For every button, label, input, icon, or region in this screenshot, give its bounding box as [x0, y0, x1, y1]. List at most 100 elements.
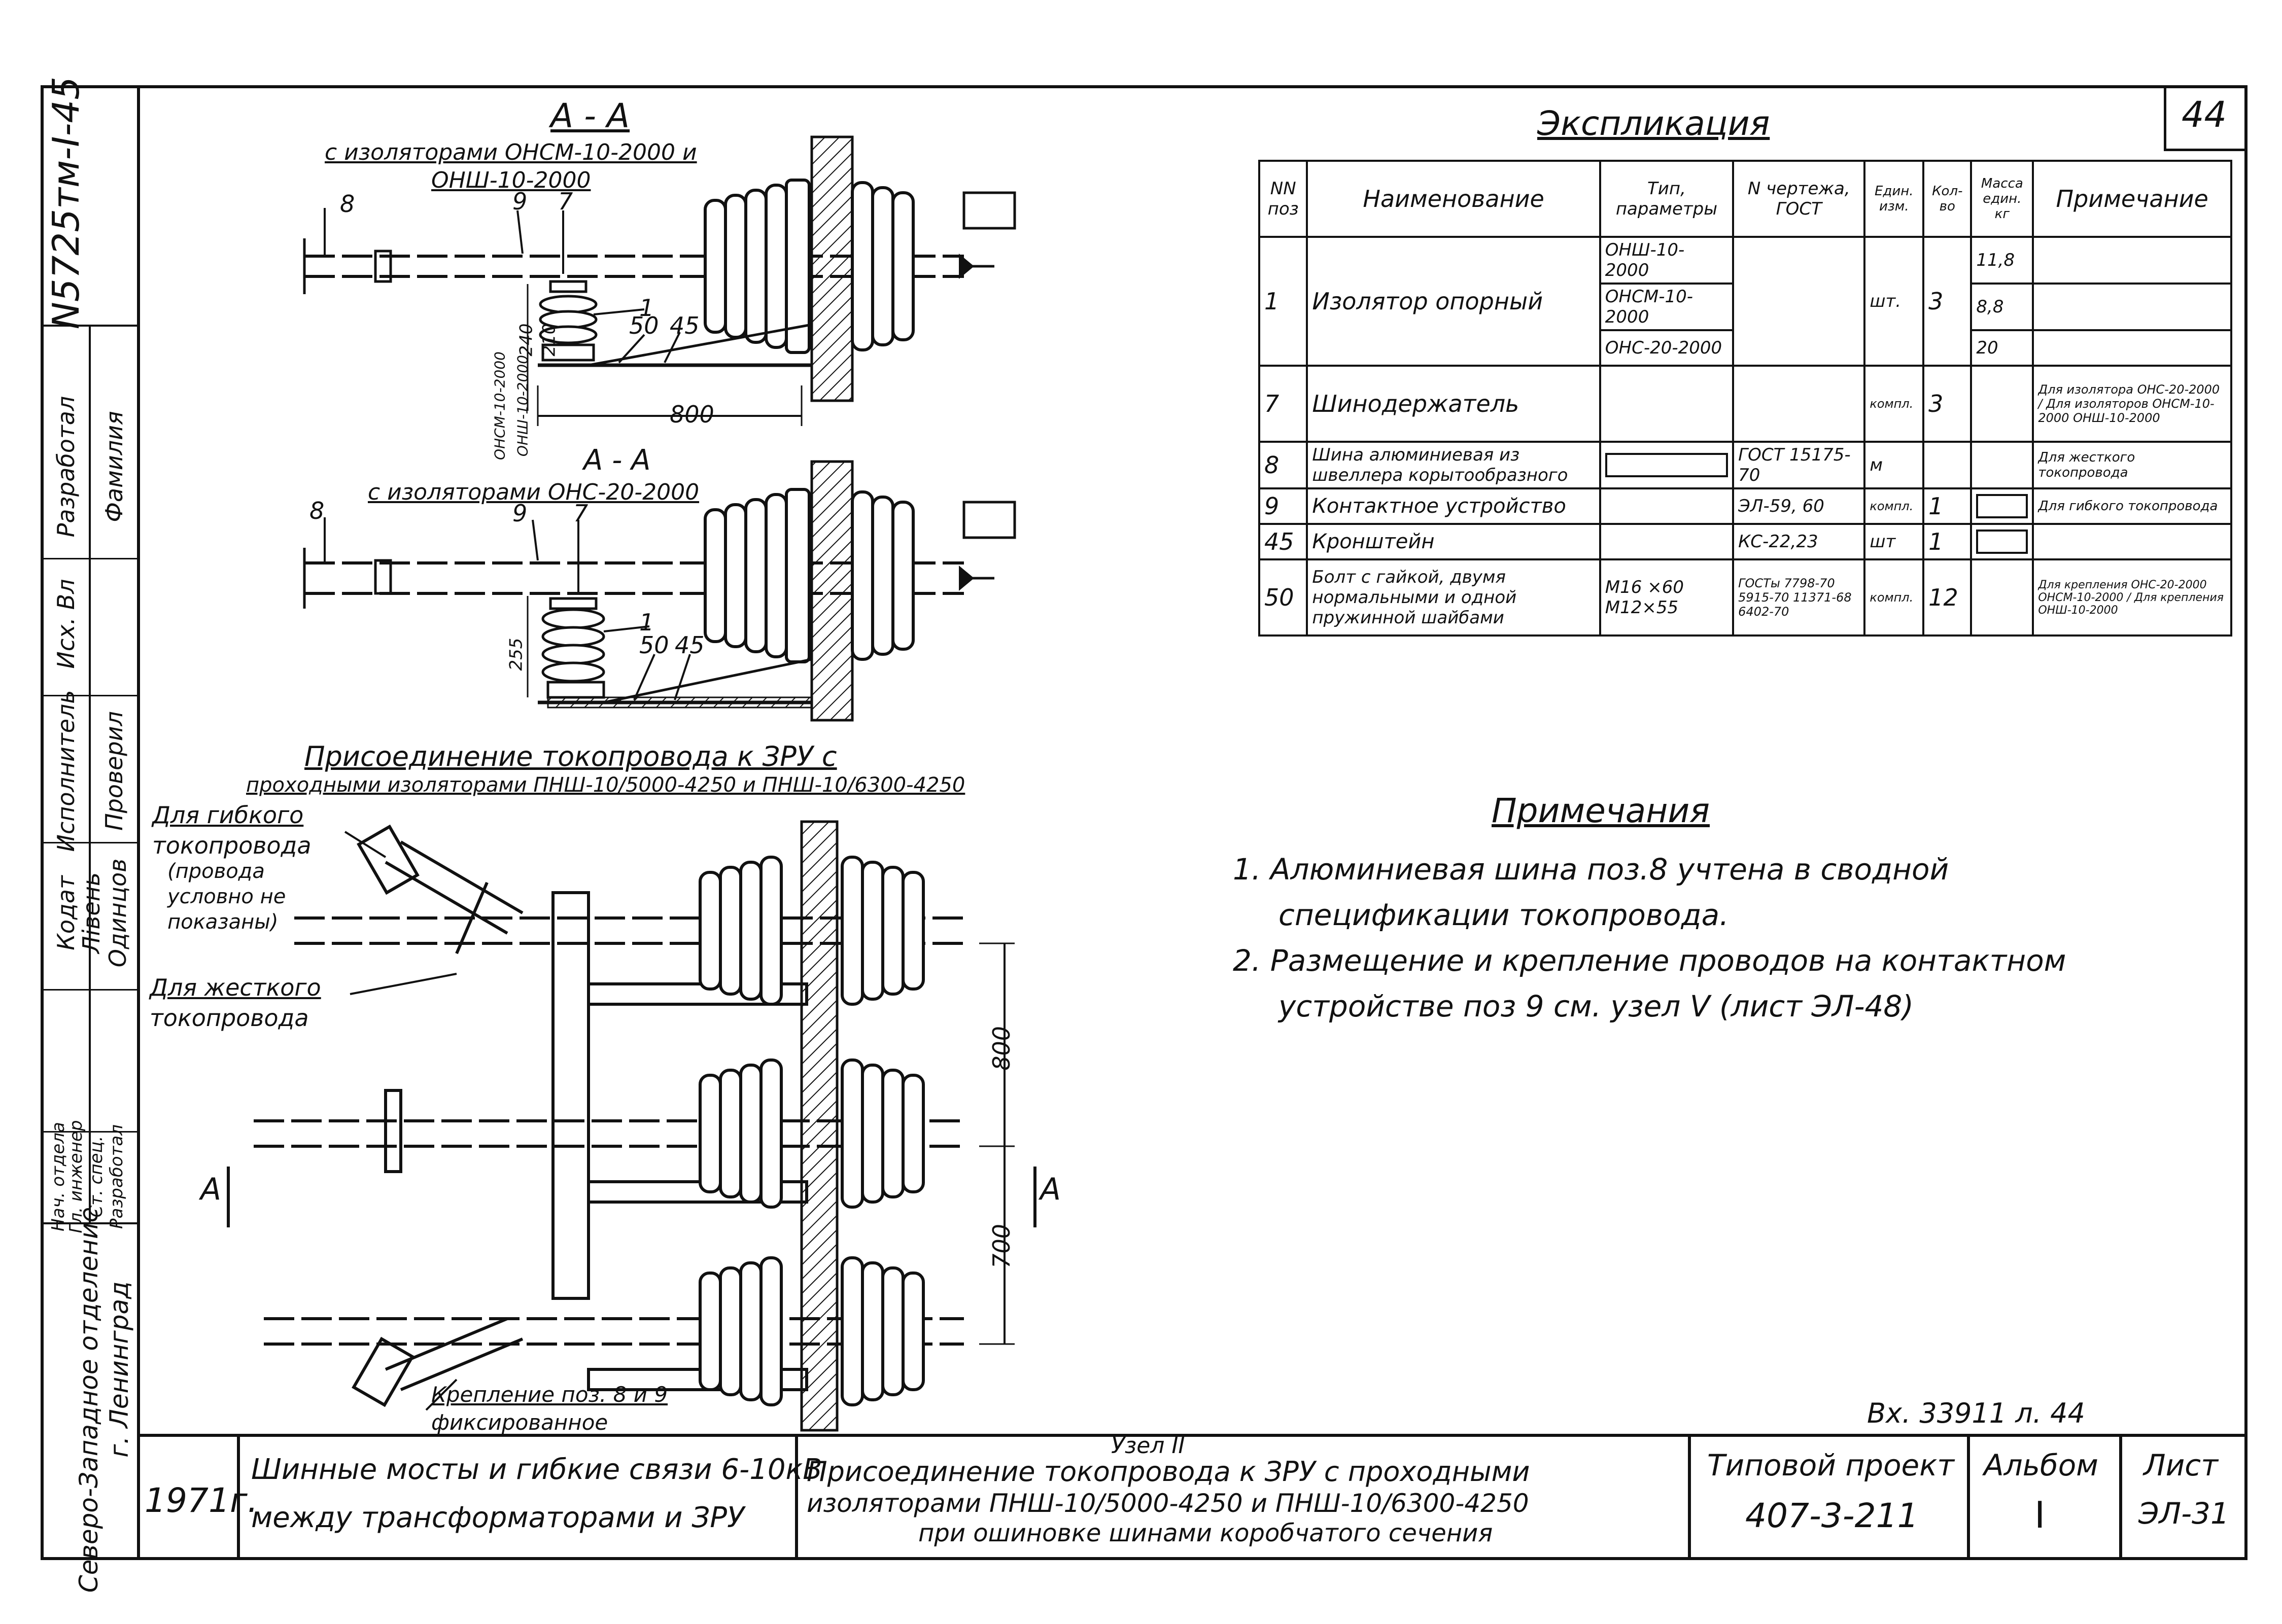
row9-name: Контактное устройство — [1306, 487, 1601, 525]
dim-800-section: 800 — [670, 401, 714, 428]
side-strip-sep5 — [41, 842, 140, 843]
sheet-corner-box — [2164, 85, 2248, 151]
dim-240: 240 — [516, 323, 537, 357]
hdr-note: Примечание — [2032, 160, 2232, 238]
table-row: 7 Шинодержатель компл. 3 Для изолятора О… — [1258, 365, 2232, 443]
row1-qty: 3 — [1922, 236, 1973, 367]
side-strip-bottom-border — [41, 1557, 140, 1560]
sheet-title-1: Присоединение токопровода к ЗРУ с проход… — [807, 1456, 1530, 1488]
side-strip-top-border — [41, 85, 140, 88]
title-block-lines — [137, 1434, 2248, 1560]
feedthrough-insulator-phase-a — [699, 856, 925, 1006]
label2-pos-50: 50 — [639, 631, 669, 659]
album-value: I — [2034, 1494, 2046, 1536]
label2-pos-1: 1 — [639, 609, 654, 636]
hdr-name: Наименование — [1306, 160, 1601, 238]
row9-draw: ЭЛ-59, 60 — [1732, 487, 1866, 525]
feedthrough-insulator-phase-c — [699, 1256, 925, 1406]
hdr-qty: Кол-во — [1922, 160, 1973, 238]
project-label: Типовой проект — [1707, 1448, 1955, 1482]
label2-pos-7: 7 — [573, 500, 589, 527]
row1-mass-3: 20 — [1970, 329, 2034, 367]
label-pos-1: 1 — [639, 294, 654, 322]
label-pos-8: 8 — [340, 190, 355, 218]
feedthrough-insulator-2 — [704, 488, 915, 663]
section-aa-2-subtitle: с изоляторами ОНС-20-2000 — [368, 479, 700, 505]
label-pos-7: 7 — [558, 188, 573, 215]
hdr-draw: N чертежа, ГОСТ — [1732, 160, 1866, 238]
side-strip-divider — [41, 85, 44, 1560]
row50-mass — [1970, 558, 2034, 637]
support-insulator-2 — [541, 597, 605, 699]
table-row: 45 Кронштейн КС-22,23 шт 1 — [1258, 523, 2232, 560]
album-label: Альбом — [1984, 1448, 2098, 1482]
row45-qty: 1 — [1922, 523, 1973, 560]
table-row: 8 Шина алюминиевая из швеллера корытообр… — [1258, 441, 2232, 489]
dim-255: 255 — [506, 638, 527, 671]
wall-3 — [800, 820, 839, 1432]
row9-type — [1599, 487, 1735, 525]
row7-qty: 3 — [1922, 365, 1973, 443]
row8-draw: ГОСТ 15175-70 — [1732, 441, 1866, 489]
rigid-note-2: токопровода — [150, 1004, 309, 1032]
row8-name: Шина алюминиевая из швеллера корытообраз… — [1306, 441, 1601, 489]
label2-pos-45: 45 — [675, 631, 705, 659]
row50-note: Для крепления ОНС-20-2000 ОНСМ-10-2000 /… — [2032, 558, 2232, 637]
row7-type — [1599, 365, 1735, 443]
note-line-3: 2. Размещение и крепление проводов на ко… — [1233, 943, 2066, 978]
flex-connector-top — [357, 824, 524, 955]
row9-unit: компл. — [1863, 487, 1925, 525]
flex-note-5: показаны) — [167, 910, 279, 934]
row1-mass-2: 8,8 — [1970, 283, 2034, 331]
row7-pos: 7 — [1258, 365, 1308, 443]
row45-draw: КС-22,23 — [1732, 523, 1866, 560]
row50-pos: 50 — [1258, 558, 1308, 637]
row8-pos: 8 — [1258, 441, 1308, 489]
feedthrough-insulator-1 — [704, 179, 915, 354]
fix-note-1: Крепление поз. 8 и 9 — [431, 1382, 668, 1407]
side-strip-sep4 — [41, 695, 140, 696]
fix-note-2: фиксированное — [431, 1410, 608, 1435]
row1-pos: 1 — [1258, 236, 1308, 367]
row1-name: Изолятор опорный — [1306, 236, 1601, 367]
label-pos-9: 9 — [512, 188, 528, 215]
dim-700-plan: 700 — [987, 1224, 1015, 1268]
explication-header-row: NN поз Наименование Тип, параметры N чер… — [1258, 160, 2232, 238]
row1-note-2 — [2032, 283, 2232, 331]
rigid-note-1: Для жесткого — [150, 974, 321, 1001]
row45-unit: шт — [1863, 523, 1925, 560]
table-row: ОНСМ-10-2000 8,8 — [1259, 283, 2232, 331]
row50-name: Болт с гайкой, двумя нормальными и одной… — [1306, 558, 1601, 637]
feedthrough-insulator-phase-b — [699, 1058, 925, 1209]
row1-unit: шт. — [1863, 236, 1925, 367]
note-line-2: спецификации токопровода. — [1278, 898, 1729, 932]
table-row: 9 Контактное устройство ЭЛ-59, 60 компл.… — [1258, 487, 2232, 525]
side-strip-sep1 — [41, 325, 140, 327]
row7-name: Шинодержатель — [1306, 365, 1601, 443]
hdr-mass: Масса един. кг — [1970, 160, 2034, 238]
year: 1971г. — [145, 1481, 258, 1520]
explication-table: NN поз Наименование Тип, параметры N чер… — [1258, 160, 2232, 637]
row50-type-1: М16 ×60 — [1605, 577, 1684, 597]
work-title-2: между трансформаторами и ЗРУ — [251, 1501, 745, 1534]
plan-subtitle: проходными изоляторами ПНШ-10/5000-4250 … — [246, 773, 965, 797]
work-title-1: Шинные мосты и гибкие связи 6-10кВ — [251, 1453, 822, 1486]
sheet-title-2: изоляторами ПНШ-10/5000-4250 и ПНШ-10/63… — [807, 1489, 1529, 1518]
row9-qty: 1 — [1922, 487, 1973, 525]
dim-210: 210 — [539, 323, 560, 357]
row1-type-2: ОНСМ-10-2000 — [1599, 283, 1735, 331]
wall-2 — [810, 460, 854, 722]
section-aa-2-title: А - А — [583, 444, 651, 477]
row1-type-3: ОНС-20-2000 — [1599, 329, 1735, 367]
row8-unit: м — [1863, 441, 1925, 489]
hdr-unit: Един. изм. — [1863, 160, 1925, 238]
row45-pos: 45 — [1258, 523, 1308, 560]
label2-pos-8: 8 — [309, 497, 325, 524]
table-row: 50 Болт с гайкой, двумя нормальными и од… — [1258, 558, 2232, 637]
section-mark-left: А — [200, 1172, 222, 1207]
flex-note-1: Для гибкого — [152, 801, 304, 829]
row50-unit: компл. — [1863, 558, 1925, 637]
row7-unit: компл. — [1863, 365, 1925, 443]
flex-note-4: условно не — [167, 885, 286, 908]
